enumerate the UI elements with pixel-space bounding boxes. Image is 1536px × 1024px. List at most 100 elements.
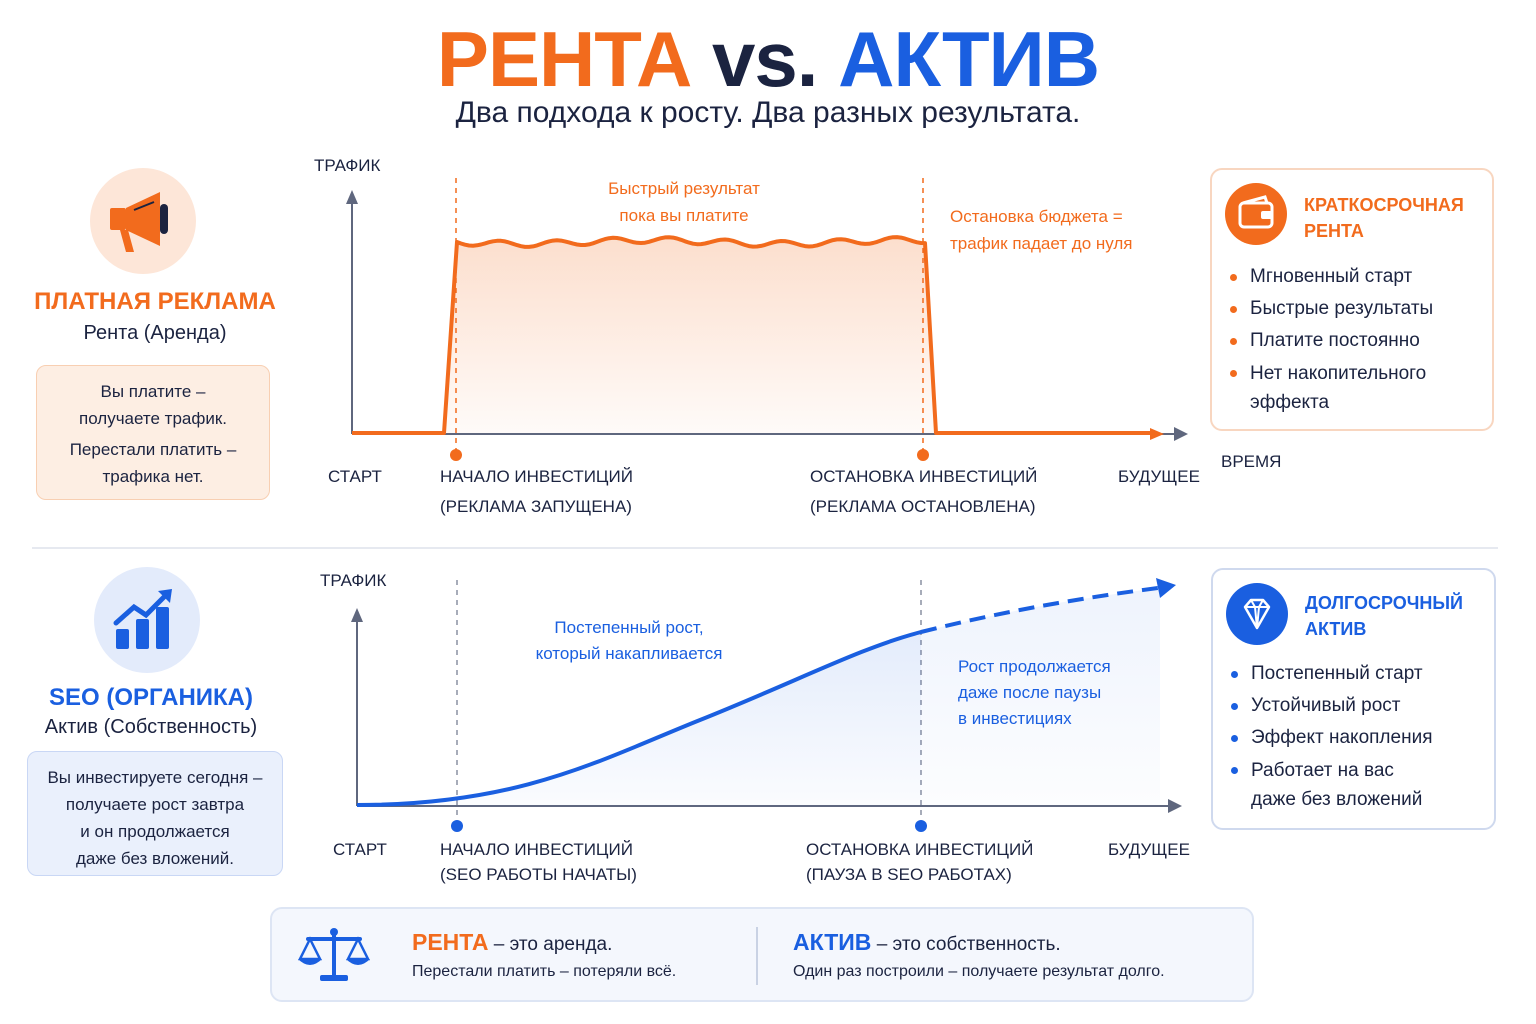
list-item: Быстрые результаты xyxy=(1230,293,1480,325)
list-item: Постепенный старт xyxy=(1231,658,1481,690)
seo-traffic-area-future xyxy=(921,588,1160,806)
paid-note-line: Вы платите – xyxy=(100,382,206,401)
section-divider xyxy=(32,547,1498,549)
seo-invest-start-dot xyxy=(451,820,463,832)
paid-y-axis-arrow xyxy=(346,190,358,204)
list-item: Мгновенный старт xyxy=(1230,261,1480,293)
list-item: Нет накопительного эффекта xyxy=(1230,357,1480,417)
list-item-text: Платите постоянно xyxy=(1250,330,1420,351)
paid-invest-start-dot xyxy=(450,449,462,461)
list-item-text: Устойчивый рост xyxy=(1251,695,1401,716)
seo-tick-future: БУДУЩЕЕ xyxy=(1108,840,1190,859)
list-item: Платите постоянно xyxy=(1230,325,1480,357)
rent-card-title-line: КРАТКОСРОЧНАЯ xyxy=(1304,195,1464,215)
asset-card: ДОЛГОСРОЧНЫЙ АКТИВ Постепенный старт Уст… xyxy=(1211,568,1496,830)
rent-card-title: КРАТКОСРОЧНАЯ РЕНТА xyxy=(1304,192,1464,244)
paid-invest-stop-dot xyxy=(917,449,929,461)
seo-tick-start: СТАРТ xyxy=(333,840,387,859)
paid-x-axis-arrow xyxy=(1174,427,1188,441)
seo-note-line: даже без вложений. xyxy=(75,849,234,868)
asset-card-list: Постепенный старт Устойчивый рост Эффект… xyxy=(1231,658,1481,814)
megaphone-icon-circle xyxy=(90,168,196,274)
paid-note-line: получаете трафик. xyxy=(78,409,228,428)
paid-annotation-stop: Остановка бюджета = xyxy=(950,207,1123,226)
diamond-icon-circle xyxy=(1226,583,1288,645)
megaphone-icon xyxy=(110,192,168,252)
page-title: РЕНТА vs. АКТИВ xyxy=(0,14,1536,104)
diamond-icon xyxy=(1243,598,1271,630)
summary-rent-rest: – это аренда. xyxy=(493,934,613,955)
paid-x-axis-label: ВРЕМЯ xyxy=(1221,452,1281,471)
seo-y-axis-arrow xyxy=(351,608,363,622)
paid-line-arrow xyxy=(1150,428,1164,440)
seo-heading: SEO (ОРГАНИКА) xyxy=(49,684,253,711)
asset-card-title-line: АКТИВ xyxy=(1305,619,1367,639)
title-asset: АКТИВ xyxy=(838,15,1100,103)
paid-tick-invest: (РЕКЛАМА ЗАПУЩЕНА) xyxy=(440,497,632,516)
seo-tick-stop: ОСТАНОВКА ИНВЕСТИЦИЙ xyxy=(806,840,1033,859)
summary-asset-detail: Один раз построили – получаете результат… xyxy=(793,963,1165,980)
paid-heading: ПЛАТНАЯ РЕКЛАМА xyxy=(34,288,276,315)
rent-card-title-line: РЕНТА xyxy=(1304,221,1364,241)
page-subtitle: Два подхода к росту. Два разных результа… xyxy=(455,96,1081,129)
paid-annotation-stop: трафик падает до нуля xyxy=(950,234,1133,253)
list-item-text: Работает на вас xyxy=(1251,760,1394,781)
seo-annotation-continue: Рост продолжается xyxy=(958,657,1111,676)
seo-annotation-growth: который накапливается xyxy=(536,644,723,663)
seo-tick-invest: (SEO РАБОТЫ НАЧАТЫ) xyxy=(440,865,637,884)
asset-card-title: ДОЛГОСРОЧНЫЙ АКТИВ xyxy=(1305,590,1463,642)
seo-subheading: Актив (Собственность) xyxy=(44,716,258,738)
seo-note-line: получаете рост завтра xyxy=(65,795,245,814)
summary-rent-word: РЕНТА xyxy=(412,929,489,955)
list-item-text: даже без вложений xyxy=(1251,789,1423,810)
paid-tick-future: БУДУЩЕЕ xyxy=(1118,467,1200,486)
wallet-icon-circle xyxy=(1225,183,1287,245)
paid-tick-stop: (РЕКЛАМА ОСТАНОВЛЕНА) xyxy=(810,497,1035,516)
list-item-text: эффекта xyxy=(1250,392,1330,413)
rent-card: КРАТКОСРОЧНАЯ РЕНТА Мгновенный старт Быс… xyxy=(1210,168,1494,431)
title-vs: vs. xyxy=(712,15,818,103)
paid-note: Вы платите – получаете трафик. Перестали… xyxy=(36,365,270,500)
wallet-icon xyxy=(1238,195,1274,229)
summary-separator xyxy=(756,927,758,985)
seo-tick-stop: (ПАУЗА В SEO РАБОТАХ) xyxy=(806,865,1012,884)
summary-asset-word: АКТИВ xyxy=(793,929,872,955)
paid-note-line: Перестали платить – xyxy=(69,440,237,459)
paid-note-line: трафика нет. xyxy=(102,467,204,486)
rent-card-list: Мгновенный старт Быстрые результаты Плат… xyxy=(1230,261,1480,417)
summary-bar: РЕНТА – это аренда. Перестали платить – … xyxy=(270,907,1254,1002)
paid-traffic-line xyxy=(352,235,1152,435)
list-item-text: Нет накопительного xyxy=(1250,363,1427,384)
seo-annotation-continue: даже после паузы xyxy=(958,683,1101,702)
summary-rent-detail: Перестали платить – потеряли всё. xyxy=(412,963,677,980)
list-item-text: Быстрые результаты xyxy=(1250,298,1434,319)
paid-tick-start: СТАРТ xyxy=(328,467,382,486)
list-item: Устойчивый рост xyxy=(1231,690,1481,722)
list-item-text: Мгновенный старт xyxy=(1250,266,1413,287)
title-rent: РЕНТА xyxy=(436,15,692,103)
paid-tick-stop: ОСТАНОВКА ИНВЕСТИЦИЙ xyxy=(810,467,1037,486)
paid-subheading: Рента (Аренда) xyxy=(83,322,227,344)
seo-note: Вы инвестируете сегодня – получаете рост… xyxy=(27,751,283,876)
summary-asset-rest: – это собственность. xyxy=(876,934,1061,955)
seo-annotation-continue: в инвестициях xyxy=(958,709,1072,728)
list-item-text: Постепенный старт xyxy=(1251,663,1423,684)
growth-icon-circle xyxy=(94,567,200,673)
seo-x-axis-arrow xyxy=(1168,799,1182,813)
growth-chart-icon xyxy=(113,589,172,649)
paid-annotation-fast: пока вы платите xyxy=(619,206,748,225)
seo-tick-invest: НАЧАЛО ИНВЕСТИЦИЙ xyxy=(440,840,633,859)
seo-note-line: и он продолжается xyxy=(80,822,230,841)
seo-traffic-line xyxy=(356,630,922,807)
seo-annotation-growth: Постепенный рост, xyxy=(554,618,703,637)
seo-invest-stop-dot xyxy=(915,820,927,832)
paid-y-axis-label: ТРАФИК xyxy=(314,156,381,175)
list-item: Работает на вас даже без вложений xyxy=(1231,754,1481,814)
seo-note-line: Вы инвестируете сегодня – xyxy=(47,768,263,787)
scales-icon xyxy=(297,928,371,981)
seo-y-axis-label: ТРАФИК xyxy=(320,571,387,590)
paid-tick-invest: НАЧАЛО ИНВЕСТИЦИЙ xyxy=(440,467,633,486)
list-item-text: Эффект накопления xyxy=(1251,727,1433,748)
paid-annotation-fast: Быстрый результат xyxy=(608,179,760,198)
